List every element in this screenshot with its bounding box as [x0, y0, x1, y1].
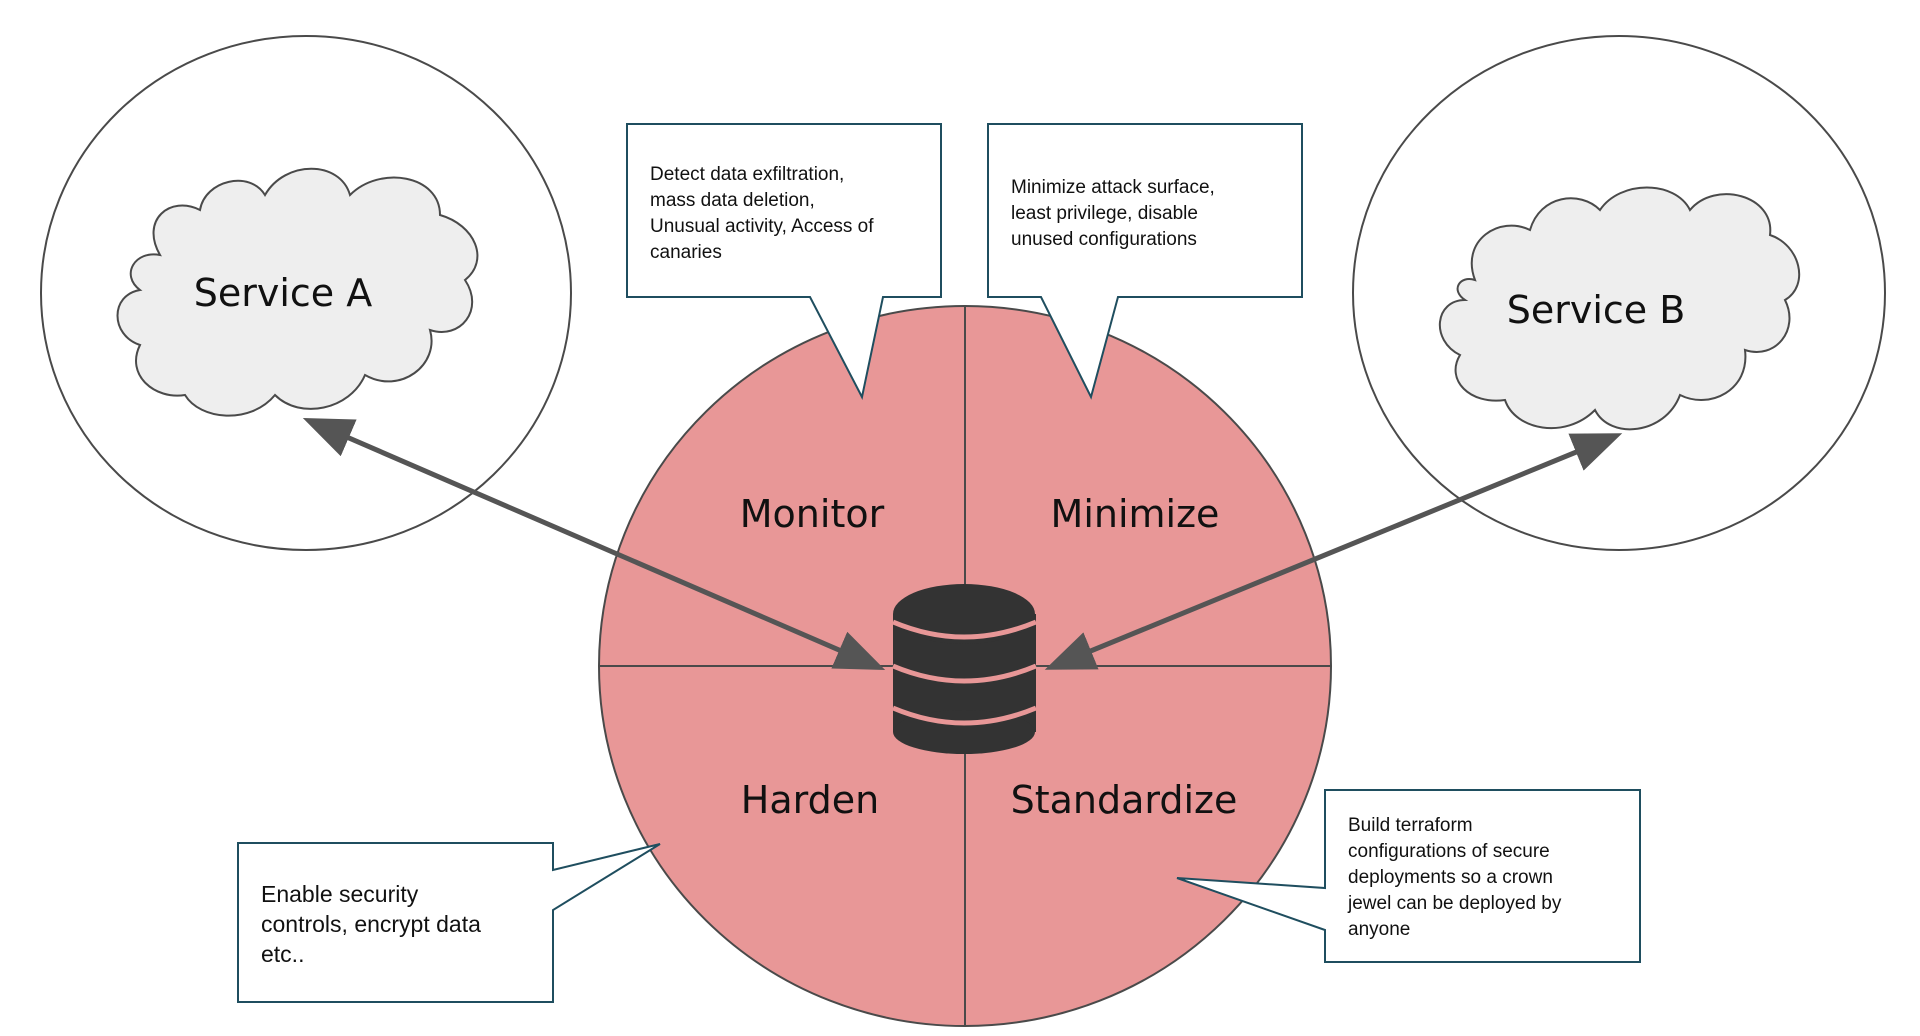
callout-standardize-line-2: configurations of secure	[1348, 841, 1550, 862]
service-a-label: Service A	[194, 271, 373, 315]
callout-minimize-line-2: least privilege, disable	[1011, 203, 1198, 224]
quadrant-minimize-label: Minimize	[1051, 492, 1220, 536]
callout-monitor: Detect data exfiltration, mass data dele…	[626, 123, 942, 400]
quadrant-harden-label: Harden	[741, 778, 879, 822]
callout-minimize-line-3: unused configurations	[1011, 229, 1197, 250]
callout-minimize-box	[987, 123, 1303, 400]
cloud-a-icon	[116, 167, 479, 417]
arrow-service-b-to-core	[1044, 433, 1623, 670]
callout-standardize: Build terraform configurations of secure…	[1176, 789, 1641, 963]
callout-monitor-box	[626, 123, 942, 400]
callout-standardize-box	[1176, 789, 1641, 963]
callout-standardize-line-4: jewel can be deployed by	[1347, 893, 1562, 914]
callout-harden-line-1: Enable security	[261, 881, 419, 907]
callout-monitor-line-1: Detect data exfiltration,	[650, 164, 844, 185]
service-b-group: Service B	[1352, 35, 1886, 551]
callout-harden-line-3: etc..	[261, 941, 304, 967]
callout-harden-box	[237, 842, 661, 1003]
quadrant-standardize-label: Standardize	[1011, 778, 1238, 822]
service-b-label: Service B	[1507, 288, 1686, 332]
callout-monitor-line-2: mass data deletion,	[650, 190, 815, 211]
callout-standardize-line-5: anyone	[1348, 919, 1410, 940]
callout-minimize-line-1: Minimize attack surface,	[1011, 177, 1215, 198]
cloud-b-icon	[1438, 186, 1801, 431]
callout-standardize-line-3: deployments so a crown	[1348, 867, 1553, 888]
service-a-group: Service A	[40, 35, 572, 551]
callout-harden: Enable security controls, encrypt data e…	[237, 842, 661, 1003]
callout-minimize: Minimize attack surface, least privilege…	[987, 123, 1303, 400]
callout-monitor-line-4: canaries	[650, 242, 722, 263]
callout-harden-line-2: controls, encrypt data	[261, 911, 481, 937]
arrow-service-a-to-core	[302, 418, 886, 670]
quadrant-monitor-label: Monitor	[740, 492, 885, 536]
database-icon	[892, 584, 1037, 754]
callout-monitor-line-3: Unusual activity, Access of	[650, 216, 874, 237]
callout-standardize-line-1: Build terraform	[1348, 815, 1473, 836]
